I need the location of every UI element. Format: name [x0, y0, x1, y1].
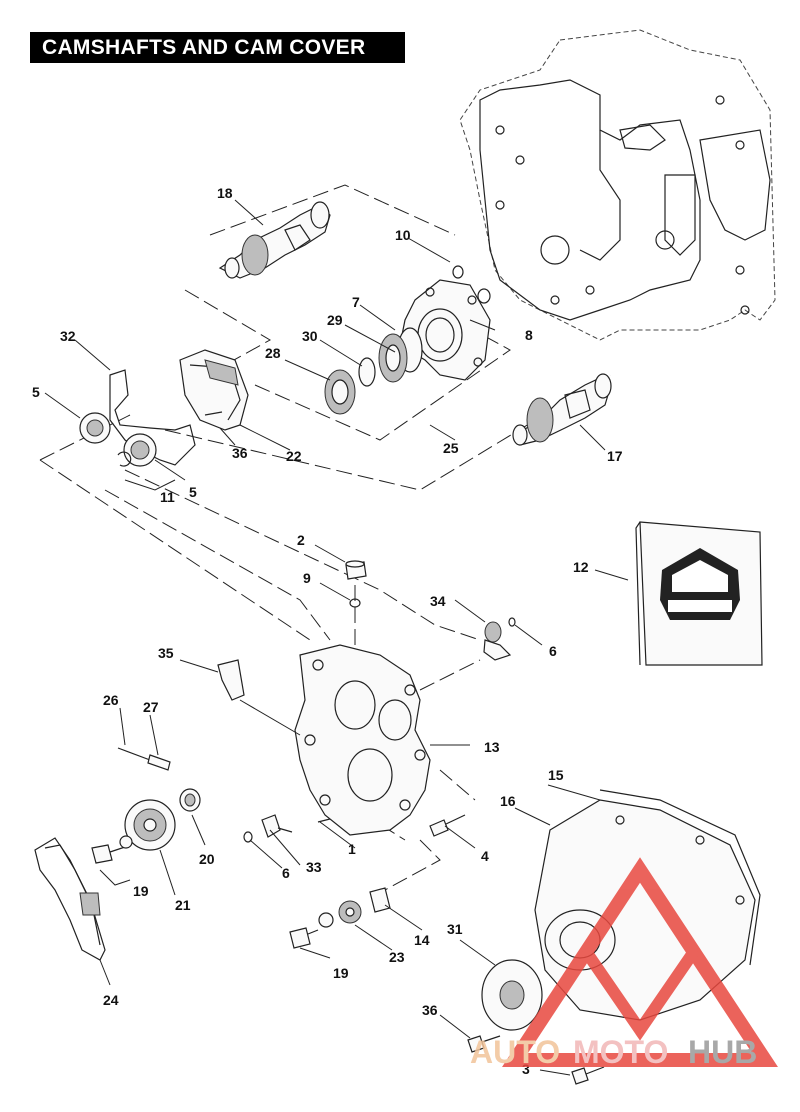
label-19a: 19: [133, 883, 149, 899]
harley-davidson-logo: [660, 548, 740, 620]
label-19b: 19: [333, 965, 349, 981]
o-rings: [349, 265, 491, 608]
cam-cover: [294, 644, 431, 836]
page-title: CAMSHAFTS AND CAM COVER: [30, 32, 405, 63]
watermark-moto: MOTO: [573, 1034, 668, 1070]
small-screws: [467, 1035, 605, 1085]
bearings: [324, 327, 423, 415]
label-13: 13: [484, 739, 500, 755]
label-21: 21: [175, 897, 191, 913]
crankcase-outline: [459, 29, 776, 341]
part-labels: 1 2 3 4 5 5 6 6 7 8 9 10 11 12 13 14 15 …: [32, 185, 623, 1077]
label-17: 17: [607, 448, 623, 464]
label-34: 34: [430, 593, 446, 609]
screws: [317, 814, 466, 837]
label-7: 7: [352, 294, 360, 310]
watermark-triangle: [502, 857, 778, 1067]
label-32: 32: [60, 328, 76, 344]
camshaft-rear: [512, 373, 612, 446]
cam-position-sensor: [243, 617, 516, 843]
spring-and-pin: [117, 747, 171, 771]
label-1: 1: [348, 841, 356, 857]
label-14: 14: [414, 932, 430, 948]
label-33: 33: [306, 859, 322, 875]
label-5a: 5: [32, 384, 40, 400]
small-gear: [483, 621, 512, 661]
label-22: 22: [286, 448, 302, 464]
label-30: 30: [302, 328, 318, 344]
label-28: 28: [265, 345, 281, 361]
inspection-cover: [481, 959, 543, 1031]
label-9: 9: [303, 570, 311, 586]
label-35: 35: [158, 645, 174, 661]
camshaft-front: [218, 201, 331, 279]
crank-gear: [124, 788, 201, 851]
label-12: 12: [573, 559, 589, 575]
label-29: 29: [327, 312, 343, 328]
label-6a: 6: [549, 643, 557, 659]
primary-chain-tensioner: [179, 349, 249, 431]
label-24: 24: [103, 992, 119, 1008]
label-3: 3: [522, 1061, 530, 1077]
lower-gear-set: [289, 887, 391, 949]
leader-lines: [44, 199, 629, 1076]
label-20: 20: [199, 851, 215, 867]
watermark-hub: HUB: [688, 1034, 757, 1070]
label-16: 16: [500, 793, 516, 809]
label-2: 2: [297, 532, 305, 548]
label-6b: 6: [282, 865, 290, 881]
label-36a: 36: [232, 445, 248, 461]
seals: [79, 412, 157, 467]
label-15: 15: [548, 767, 564, 783]
bolt-washer-upper: [91, 835, 133, 864]
watermark: AUTO MOTO HUB: [470, 857, 778, 1070]
label-23: 23: [389, 949, 405, 965]
label-5b: 5: [189, 484, 197, 500]
label-4: 4: [481, 848, 489, 864]
retainer-clip: [217, 659, 245, 701]
label-25: 25: [443, 440, 459, 456]
label-27: 27: [143, 699, 159, 715]
label-18: 18: [217, 185, 233, 201]
label-36b: 36: [422, 1002, 438, 1018]
genuine-parts-box: [635, 521, 763, 666]
label-10: 10: [395, 227, 411, 243]
label-31: 31: [447, 921, 463, 937]
plug: [345, 560, 367, 580]
watermark-auto: AUTO: [470, 1034, 560, 1070]
label-8: 8: [525, 327, 533, 343]
label-26: 26: [103, 692, 119, 708]
label-11: 11: [160, 489, 175, 505]
